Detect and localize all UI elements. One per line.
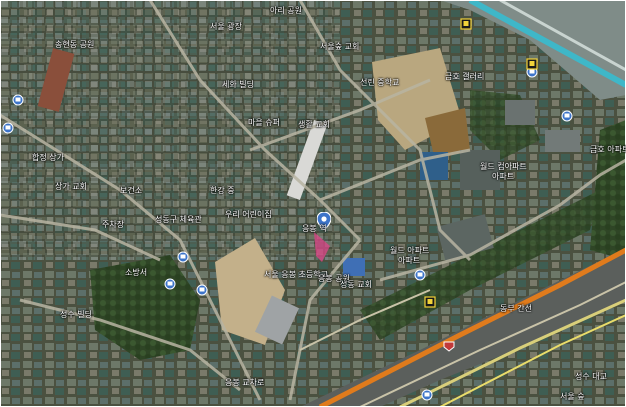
- transit-stop-icon-p9[interactable]: [421, 389, 433, 401]
- transit-stop-icon-p3[interactable]: [177, 251, 189, 263]
- map-label-l3[interactable]: 아리 공원: [270, 6, 302, 15]
- highway-shield-icon-p13[interactable]: [443, 340, 455, 352]
- map-label-l24[interactable]: 서울 응봉 초등학교: [264, 270, 328, 279]
- transit-stop-icon-p6[interactable]: [414, 269, 426, 281]
- map-label-l10[interactable]: 월드 컵아파트: [480, 162, 527, 171]
- map-label-l11[interactable]: 아파트: [492, 172, 515, 181]
- location-pin-icon[interactable]: [317, 212, 331, 230]
- map-label-l15[interactable]: 보건소: [120, 186, 143, 195]
- transit-stop-icon-p4[interactable]: [164, 278, 176, 290]
- map-label-l30[interactable]: 성수 대교: [575, 372, 607, 381]
- map-label-l2[interactable]: 서울 광장: [210, 22, 242, 31]
- map-label-l18[interactable]: 우리 어린이집: [225, 210, 272, 219]
- transit-stop-icon-p5[interactable]: [196, 284, 208, 296]
- map-label-l9[interactable]: 생활 교회: [298, 120, 330, 129]
- map-label-l13[interactable]: 합정 상가: [32, 153, 64, 162]
- map-label-l20[interactable]: 응봉 역: [302, 224, 327, 233]
- map-label-l4[interactable]: 서울숲 교회: [320, 42, 360, 51]
- map-label-l19[interactable]: 주차장: [102, 220, 125, 229]
- map-label-l1[interactable]: 송현동 공원: [55, 40, 95, 49]
- map-label-l31[interactable]: 서울 숲: [560, 392, 585, 401]
- bus-stop-icon-p12[interactable]: [424, 296, 436, 308]
- map-label-l7[interactable]: 세화 빌딩: [222, 80, 254, 89]
- map-label-l16[interactable]: 한강 중: [210, 186, 235, 195]
- map-label-l27[interactable]: 성수 빌딩: [60, 310, 92, 319]
- map-label-l14[interactable]: 상가 교회: [55, 182, 87, 191]
- map-label-l29[interactable]: 응봉 교차로: [225, 378, 265, 387]
- map-label-l28[interactable]: 동부 간선: [500, 304, 532, 313]
- map-label-l5[interactable]: 선린 중학교: [360, 78, 400, 87]
- map-label-l25[interactable]: 응봉 공원: [318, 274, 350, 283]
- selected-area-highlight: [314, 232, 330, 262]
- transit-stop-icon-p2[interactable]: [2, 122, 14, 134]
- map-label-l17[interactable]: 성동구 체육관: [155, 215, 202, 224]
- map-label-l21[interactable]: 월드 아파트: [390, 246, 430, 255]
- map-label-l23[interactable]: 소방서: [125, 268, 148, 277]
- transit-stop-icon-p1[interactable]: [12, 94, 24, 106]
- bus-stop-icon-p11[interactable]: [526, 58, 538, 70]
- map-label-l6[interactable]: 금호 갤러리: [445, 72, 485, 81]
- map-label-l8[interactable]: 마을 슈퍼: [248, 118, 280, 127]
- transit-stop-icon-p8[interactable]: [561, 110, 573, 122]
- map-label-l12[interactable]: 금호 아파트: [590, 145, 626, 154]
- map-label-l26[interactable]: 성동 교회: [340, 280, 372, 289]
- map-label-l22[interactable]: 아파트: [398, 256, 421, 265]
- bus-stop-icon-p10[interactable]: [460, 18, 472, 30]
